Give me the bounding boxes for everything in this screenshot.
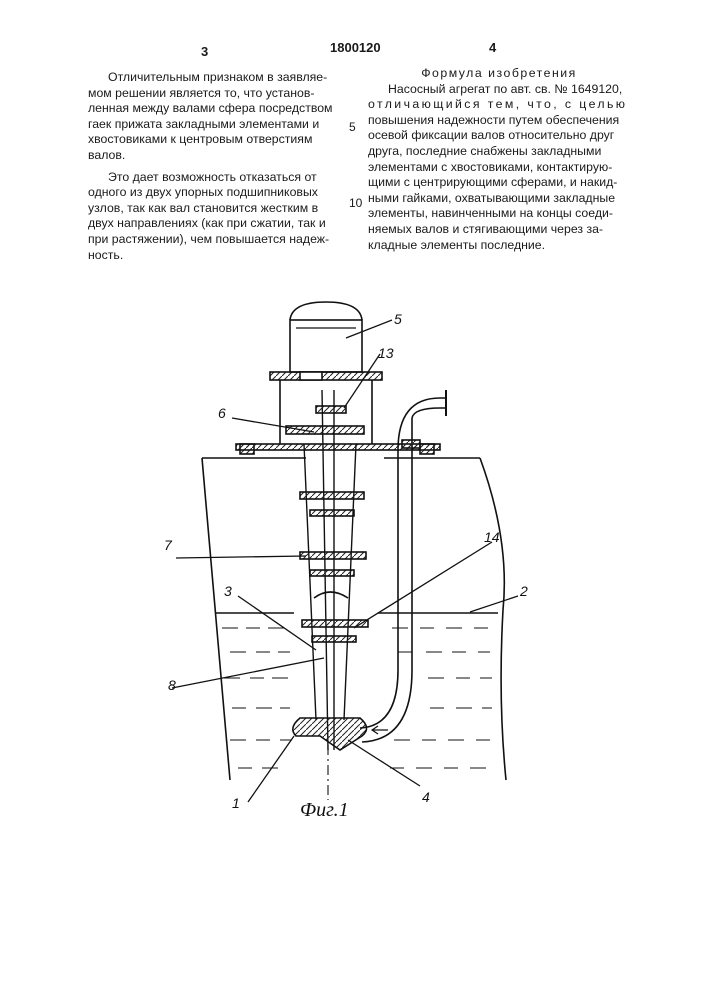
column-outer: [304, 444, 356, 720]
text-line: элементы, навинченными на концы соеди-: [368, 206, 630, 222]
paragraph-2: Это дает возможность отказаться от одног…: [88, 170, 350, 264]
text-line: при растяжении), чем повышается надеж-: [88, 232, 350, 248]
tank-right-wall: [480, 458, 506, 780]
text-line: ленная между валами сфера посредством: [88, 101, 350, 117]
tank-left-wall: [202, 458, 230, 780]
text-line: повышения надежности путем обеспечения: [368, 113, 630, 129]
label-7: 7: [164, 537, 173, 553]
text-line: отличающийся тем, что, с целью: [368, 97, 630, 113]
figure-caption: Фиг.1: [300, 799, 349, 821]
left-column: Отличительным признаком в заявляе- мом р…: [88, 70, 350, 269]
discharge-pipe-inner: [360, 450, 398, 728]
margin-line-number: 10: [349, 196, 362, 210]
text-line: ными гайками, охватывающими закладные: [368, 191, 630, 207]
right-column: Формула изобретения Насосный агрегат по …: [368, 66, 630, 253]
text-line: Это дает возможность отказаться от: [88, 170, 350, 186]
liquid-ripples: [222, 628, 492, 768]
text-line: узлов, так как вал становится жестким в: [88, 201, 350, 217]
text-line: хвостовиками к центровым отверстиям: [88, 132, 350, 148]
page-number-left: 3: [201, 44, 208, 59]
text-line: Насосный агрегат по авт. св. № 1649120,: [368, 82, 630, 98]
label-8: 8: [168, 677, 176, 693]
text-line: двух направлениях (как при сжатии, так и: [88, 216, 350, 232]
text-line: гаек прижата закладными элементами и: [88, 117, 350, 133]
pump-unit-drawing: 5 13 6 7 14 3 2 8 1 4 Фиг.1: [0, 280, 707, 840]
label-4: 4: [422, 789, 430, 805]
text-line: Отличительным признаком в заявляе-: [88, 70, 350, 86]
text-line: кладные элементы последние.: [368, 238, 630, 254]
flow-arrow: [372, 726, 388, 734]
text-line: одного из двух упорных подшипниковых: [88, 185, 350, 201]
text-line: валов.: [88, 148, 350, 164]
text-line: щими с центрирующими сферами, и накид-: [368, 175, 630, 191]
label-6: 6: [218, 405, 226, 421]
centering-sphere: [314, 592, 348, 598]
label-14: 14: [484, 529, 500, 545]
text-line: друга, последние снабжены закладными: [368, 144, 630, 160]
label-1: 1: [232, 795, 240, 811]
discharge-pipe-outer: [362, 418, 412, 742]
claims-title: Формула изобретения: [368, 66, 630, 82]
text-line: мом решении является то, что установ-: [88, 86, 350, 102]
label-2: 2: [519, 583, 528, 599]
label-13: 13: [378, 345, 394, 361]
text-line: няемых валов и стягивающими через за-: [368, 222, 630, 238]
coupling-plate: [286, 426, 364, 434]
text-line: осевой фиксации валов относительно друг: [368, 128, 630, 144]
patent-number: 1800120: [330, 40, 381, 55]
label-3: 3: [224, 583, 232, 599]
text-line: ность.: [88, 248, 350, 264]
label-5: 5: [394, 311, 402, 327]
paragraph-1: Отличительным признаком в заявляе- мом р…: [88, 70, 350, 164]
motor-cap: [290, 302, 362, 320]
margin-line-number: 5: [349, 120, 356, 134]
page-number-right: 4: [489, 40, 496, 55]
text-line: элементами с хвостовиками, контактирую-: [368, 160, 630, 176]
